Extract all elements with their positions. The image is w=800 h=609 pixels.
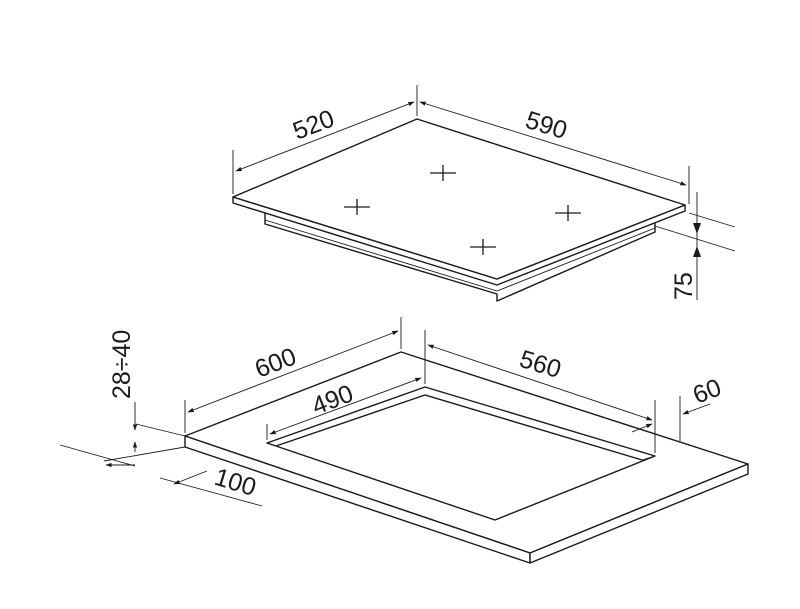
cutout-drawing — [59, 317, 749, 564]
dim-label-60: 60 — [689, 373, 725, 409]
dimension-line-600 — [187, 330, 399, 413]
dim-label-590: 590 — [522, 106, 570, 145]
hob-base-edge — [496, 227, 656, 292]
dim-label-560: 560 — [516, 345, 564, 384]
dimension-line-520 — [235, 101, 415, 172]
dim-label-28-40: 28÷40 — [108, 330, 136, 399]
dimension-line-100 — [173, 470, 208, 485]
dimension-line-590 — [419, 101, 687, 186]
worktop-right-face — [529, 463, 749, 564]
dimension-line-60 — [682, 403, 711, 415]
dimension-arrow — [693, 223, 701, 234]
extension-line — [135, 423, 186, 437]
extension-line — [59, 444, 136, 467]
dim-label-75: 75 — [670, 272, 698, 300]
dim-label-600: 600 — [251, 343, 300, 384]
burner-marker — [344, 199, 370, 215]
cutout-inner-edge — [266, 442, 277, 447]
dim-label-520: 520 — [289, 105, 338, 146]
extension-line — [654, 225, 736, 252]
dimension-arrow — [693, 246, 701, 257]
dimension-line-560 — [427, 344, 653, 421]
hob-drawing — [232, 85, 736, 302]
burner-marker — [470, 239, 496, 255]
extension-line — [103, 446, 186, 462]
dimension-line-60 — [631, 423, 653, 433]
burner-marker — [555, 205, 581, 221]
cutout-inner-edge — [641, 455, 656, 461]
dimension-line-490 — [269, 377, 422, 435]
hob-base-edge — [264, 219, 498, 292]
